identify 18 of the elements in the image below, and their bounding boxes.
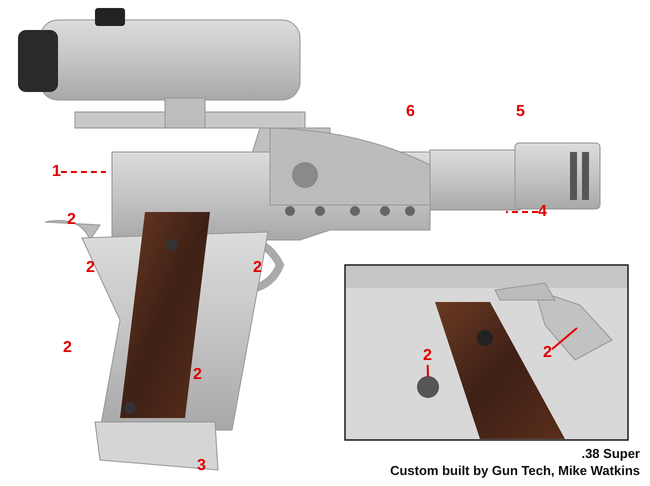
- callout-number: 2: [543, 344, 552, 362]
- credit-note: Custom built by Gun Tech, Mike Watkins: [390, 463, 640, 479]
- callout-number: 3: [197, 457, 206, 475]
- callout-number: 4: [538, 203, 547, 221]
- callout-number: 2: [423, 347, 432, 365]
- callout-number: 1: [52, 163, 61, 181]
- callout-number: 2: [86, 259, 95, 277]
- caption: .38 Super: [581, 446, 640, 462]
- callout-number: 2: [63, 339, 72, 357]
- leader-line: [506, 211, 538, 213]
- callout-number: 2: [193, 366, 202, 384]
- callout-number: 5: [516, 103, 525, 121]
- callout-number: 2: [67, 211, 76, 229]
- leader-line: [60, 171, 106, 173]
- callout-number: 6: [406, 103, 415, 121]
- leader-line: [551, 327, 578, 350]
- leader-line: [426, 364, 429, 378]
- callout-number: 2: [253, 259, 262, 277]
